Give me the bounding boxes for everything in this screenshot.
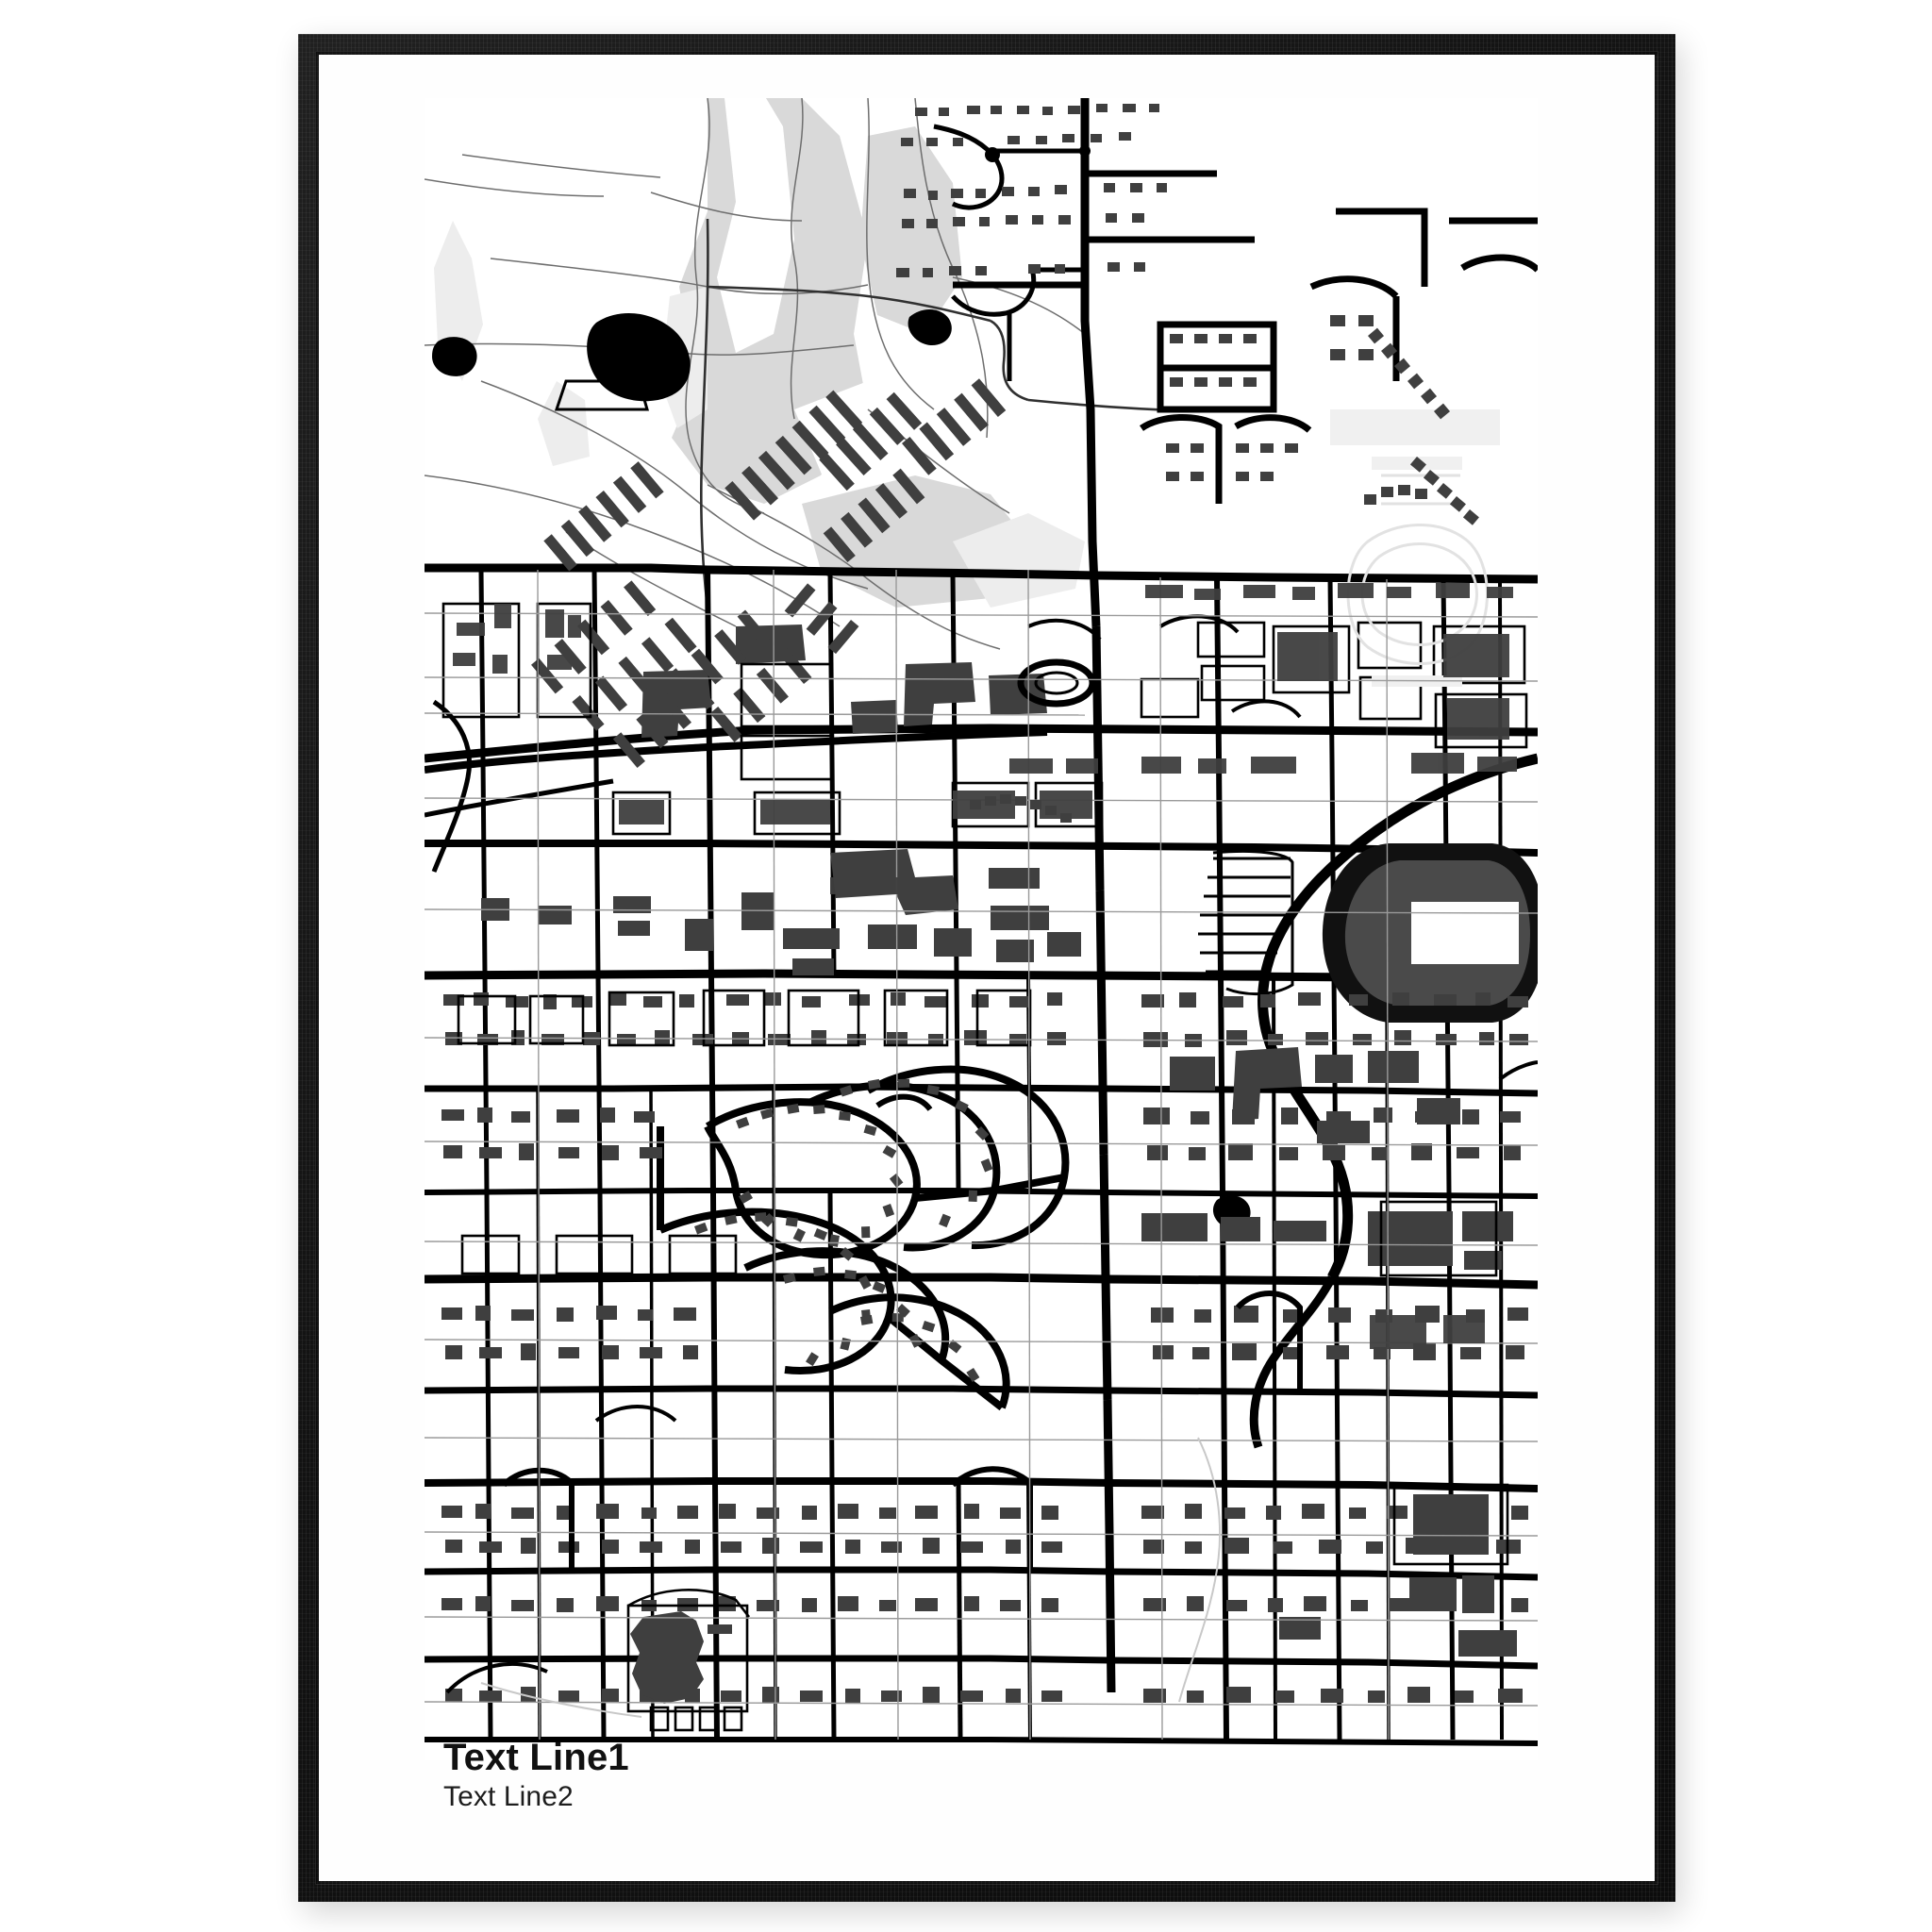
stadium-parking [1198, 850, 1294, 996]
curved-rowhouses [970, 327, 1479, 823]
roundabout [1017, 658, 1096, 708]
building-masses [481, 625, 1460, 1143]
caption-line-1: Text Line1 [443, 1737, 629, 1779]
picture-frame: Text Line1 Text Line2 [298, 34, 1675, 1902]
map-svg [425, 98, 1538, 1760]
faint-streams [480, 1437, 1222, 1718]
poster-caption: Text Line1 Text Line2 [443, 1738, 629, 1813]
lake-black [587, 312, 691, 402]
stadium-oval [1322, 843, 1538, 1023]
poster-sheet: Text Line1 Text Line2 [319, 55, 1655, 1881]
curved-suburb [657, 1065, 1070, 1411]
caption-line-2: Text Line2 [443, 1781, 574, 1813]
lot-outlines [441, 602, 1528, 1732]
scattered-buildings [453, 583, 1517, 1349]
map-graphic [425, 98, 1538, 1760]
river-corridor [1249, 753, 1538, 1449]
ne-road-loops [1139, 208, 1538, 504]
hairline-streets [425, 569, 1538, 1740]
park-areas [434, 98, 1085, 608]
minor-curves [445, 614, 1538, 1694]
ne-loop-houses [1166, 315, 1374, 481]
block-building-scatter [441, 992, 1528, 1704]
cul-de-sacs [501, 1093, 1303, 1570]
